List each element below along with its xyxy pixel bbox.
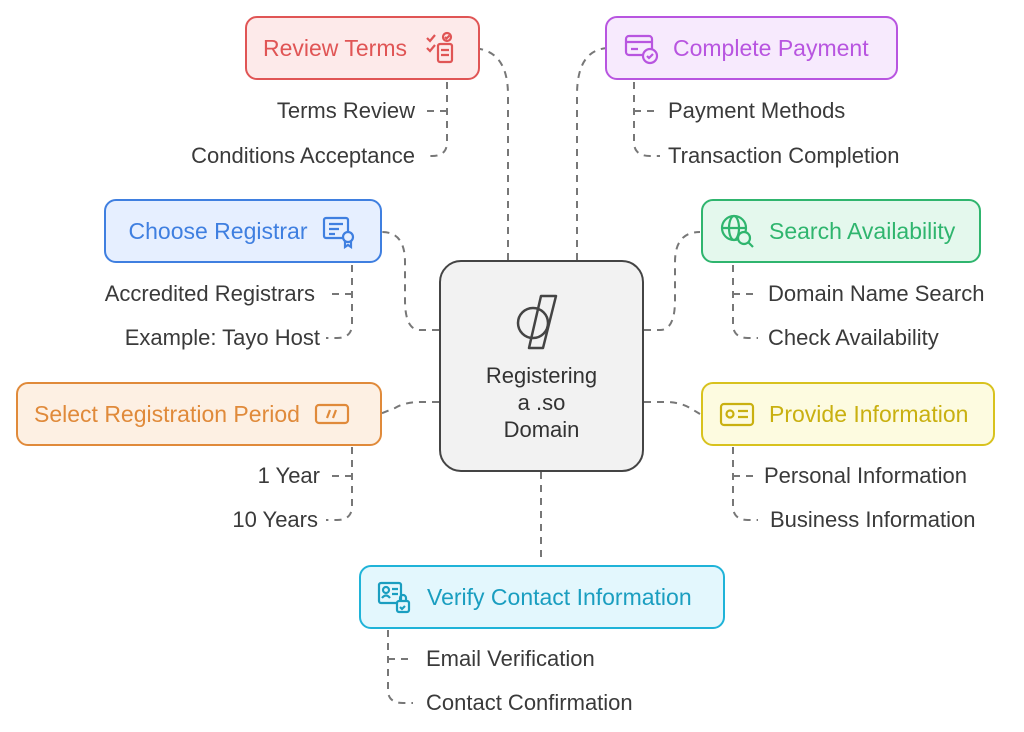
checklist-icon xyxy=(426,31,454,64)
connector-choose-registrar xyxy=(381,231,439,331)
calendar-icon xyxy=(314,403,350,425)
node-choose-registrar-label: Choose Registrar xyxy=(128,217,308,244)
sub-search-availability-2: Check Availability xyxy=(768,325,939,350)
sub-choose-registrar-1: Accredited Registrars xyxy=(104,281,315,306)
contact-lock-icon xyxy=(377,581,411,614)
connector-review-terms xyxy=(469,47,509,260)
sub-provide-information-2: Business Information xyxy=(770,507,976,532)
bracket-choose-registrar xyxy=(326,265,353,339)
node-review-terms-label: Review Terms xyxy=(263,34,407,61)
center-line-3: Domain xyxy=(503,416,580,442)
center-line-1: Registering xyxy=(485,362,598,388)
connector-select-registration-period xyxy=(379,401,439,415)
bracket-select-registration-period xyxy=(326,447,353,521)
bracket-provide-information xyxy=(732,447,758,521)
connector-provide-information xyxy=(644,401,701,415)
bracket-review-terms xyxy=(425,82,448,157)
sub-search-availability-1: Domain Name Search xyxy=(768,281,985,306)
node-choose-registrar[interactable]: Choose Registrar xyxy=(104,199,382,263)
node-review-terms[interactable]: Review Terms xyxy=(245,16,480,80)
center-node[interactable]: Registering a .so Domain xyxy=(439,260,644,472)
bracket-complete-payment xyxy=(633,82,660,157)
sub-choose-registrar-2: Example: Tayo Host xyxy=(124,325,320,350)
center-line-2: a .so xyxy=(517,389,566,415)
sub-review-terms-1: Terms Review xyxy=(276,98,415,123)
node-select-registration-period[interactable]: Select Registration Period xyxy=(16,382,382,446)
connector-search-availability xyxy=(644,231,701,331)
node-provide-information-label: Provide Information xyxy=(769,400,969,427)
id-card-icon xyxy=(719,402,755,427)
node-select-registration-period-label: Select Registration Period xyxy=(34,400,300,427)
connector-complete-payment xyxy=(576,47,611,260)
bracket-search-availability xyxy=(732,265,758,339)
globe-search-icon xyxy=(720,214,754,248)
center-label: Registering a .so Domain xyxy=(486,362,597,443)
certificate-icon xyxy=(323,216,355,249)
sub-provide-information-1: Personal Information xyxy=(764,463,967,488)
credit-card-icon xyxy=(624,34,659,65)
node-verify-contact-information-label: Verify Contact Information xyxy=(427,583,692,610)
node-search-availability[interactable]: Search Availability xyxy=(701,199,981,263)
sub-select-registration-period-2: 10 Years xyxy=(232,507,318,532)
sub-complete-payment-2: Transaction Completion xyxy=(668,143,900,168)
node-complete-payment-label: Complete Payment xyxy=(673,34,869,61)
sub-verify-contact-information-2: Contact Confirmation xyxy=(426,690,633,715)
node-search-availability-label: Search Availability xyxy=(769,217,956,244)
sub-review-terms-2: Conditions Acceptance xyxy=(191,143,415,168)
node-complete-payment[interactable]: Complete Payment xyxy=(605,16,898,80)
sub-select-registration-period-1: 1 Year xyxy=(257,463,320,488)
pen-icon xyxy=(516,294,557,349)
sub-complete-payment-1: Payment Methods xyxy=(668,98,846,123)
node-provide-information[interactable]: Provide Information xyxy=(701,382,995,446)
node-verify-contact-information[interactable]: Verify Contact Information xyxy=(359,565,725,629)
sub-verify-contact-information-1: Email Verification xyxy=(426,646,595,671)
bracket-verify-contact-information xyxy=(387,630,413,704)
